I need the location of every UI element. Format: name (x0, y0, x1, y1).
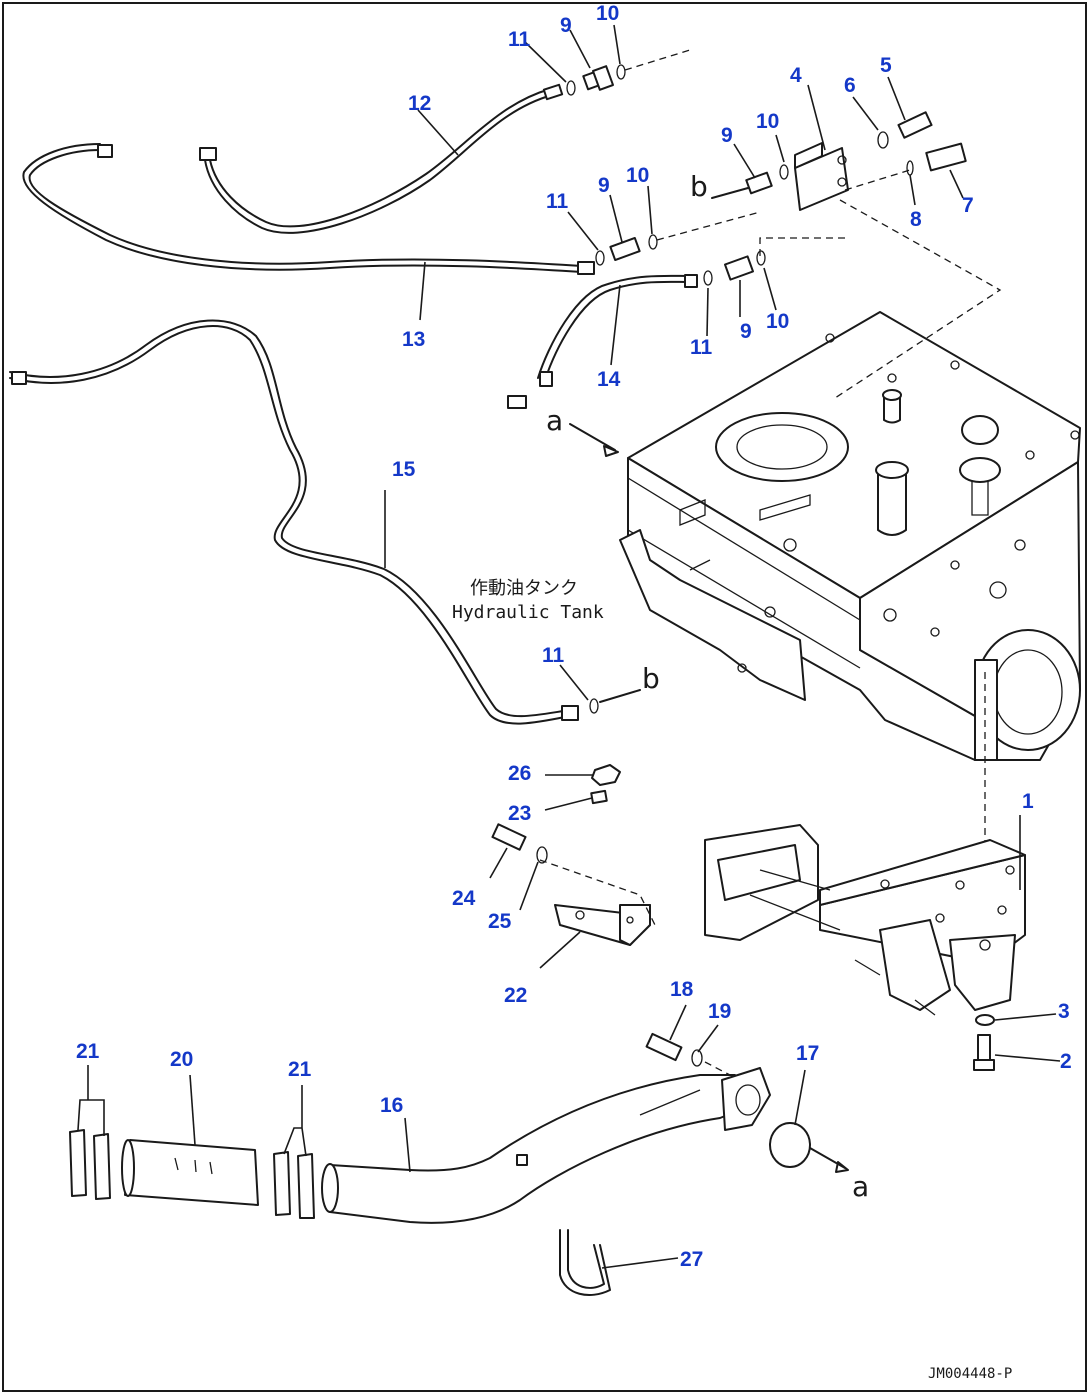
ref-mark-b-top: b (690, 170, 708, 203)
callout-11d: 11 (542, 644, 565, 667)
callout-24: 24 (452, 887, 476, 910)
callout-11a: 11 (508, 28, 531, 51)
callout-16: 16 (380, 1094, 403, 1117)
callout-11b: 11 (546, 190, 569, 213)
callout-2: 2 (1060, 1050, 1072, 1073)
callout-9b: 9 (721, 124, 733, 147)
callout-14: 14 (597, 368, 621, 391)
callout-5: 5 (880, 54, 892, 77)
callout-6: 6 (844, 74, 856, 97)
tank-mount-bracket (704, 824, 1026, 1071)
callout-3: 3 (1058, 1000, 1070, 1023)
callout-10a: 10 (596, 2, 619, 25)
exhaust-pipe-parts (69, 1032, 849, 1296)
tank-label-en: Hydraulic Tank (452, 602, 604, 623)
callout-19: 19 (708, 1000, 731, 1023)
callout-23: 23 (508, 802, 531, 825)
ref-mark-a-pipe: a (852, 1170, 869, 1203)
callout-22: 22 (504, 984, 527, 1007)
ref-mark-a-tank: a (546, 404, 563, 437)
callout-10c: 10 (626, 164, 649, 187)
callout-9a: 9 (560, 14, 572, 37)
drawing-code: JM004448-P (928, 1366, 1012, 1382)
callout-8: 8 (910, 208, 922, 231)
callout-numbers: 1 2 3 4 5 6 7 8 9 10 11 12 9 10 9 10 11 … (76, 2, 1072, 1271)
callout-1: 1 (1022, 790, 1034, 813)
hydraulic-hoses (9, 83, 698, 725)
callout-13: 13 (402, 328, 425, 351)
callout-7: 7 (962, 194, 974, 217)
leader-lines (77, 24, 1061, 1269)
callout-21a: 21 (76, 1040, 100, 1063)
callout-17: 17 (796, 1042, 819, 1065)
hydraulic-tank-drawing (619, 199, 1081, 935)
callout-11c: 11 (690, 336, 713, 359)
callout-15: 15 (392, 458, 416, 481)
callout-21b: 21 (288, 1058, 312, 1081)
callout-9d: 9 (740, 320, 752, 343)
callout-12: 12 (408, 92, 431, 115)
callout-27: 27 (680, 1248, 703, 1271)
callout-9c: 9 (598, 174, 610, 197)
callout-4: 4 (790, 64, 802, 87)
small-bracket-parts (491, 764, 656, 946)
reference-marks: a b b a (546, 170, 869, 1203)
callout-20: 20 (170, 1048, 193, 1071)
tank-label-jp: 作動油タンク (470, 578, 578, 599)
callout-10b: 10 (756, 110, 779, 133)
callout-25: 25 (488, 910, 512, 933)
fittings (566, 49, 967, 714)
ref-mark-b-hose: b (642, 662, 660, 695)
callout-10d: 10 (766, 310, 789, 333)
tank-label: 作動油タンク Hydraulic Tank (452, 578, 604, 623)
callout-26: 26 (508, 762, 531, 785)
callout-18: 18 (670, 978, 694, 1001)
